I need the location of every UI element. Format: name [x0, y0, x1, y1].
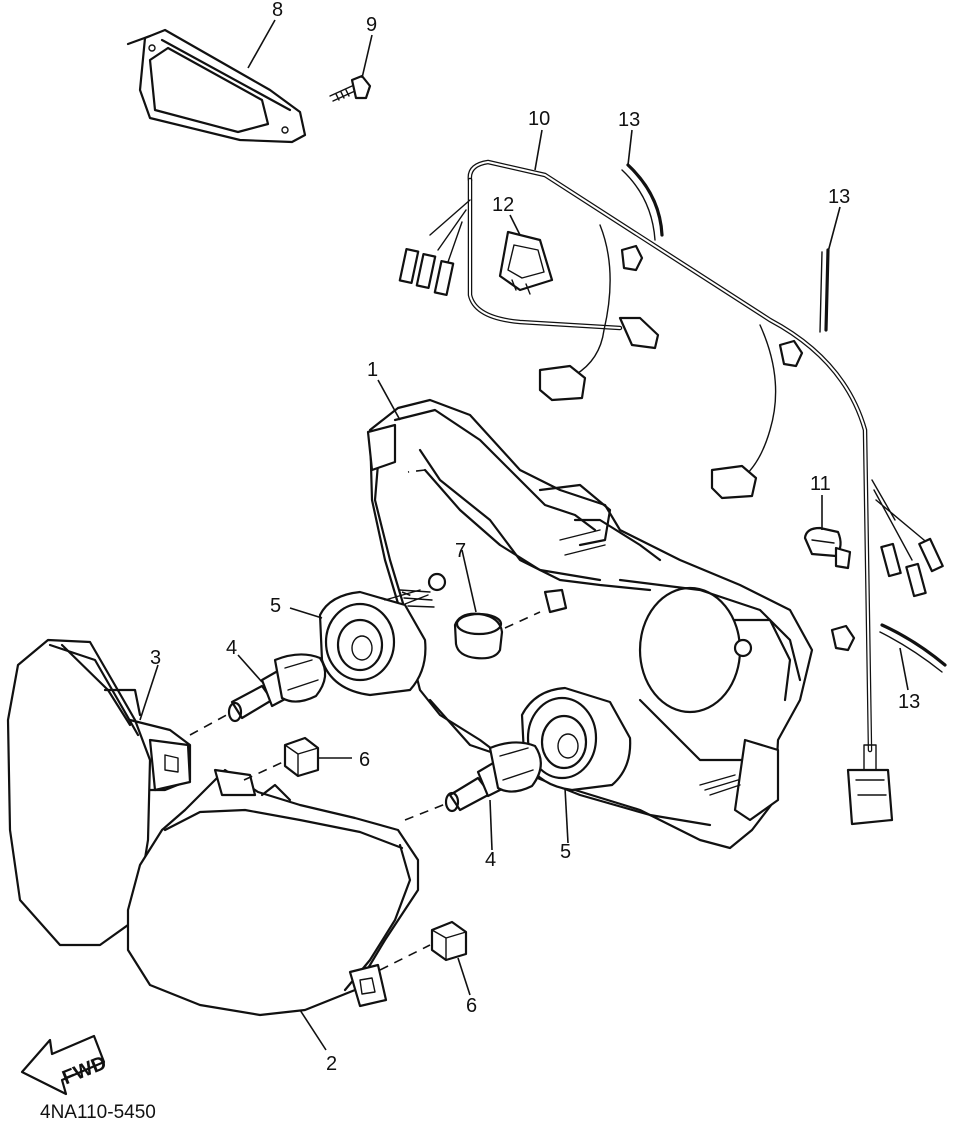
callout-13-right: 13 — [828, 186, 850, 208]
callout-labels: 8 9 10 13 13 12 1 11 7 5 4 3 6 4 5 6 2 1… — [150, 0, 920, 1075]
callout-4-upper: 4 — [226, 637, 237, 659]
part-3-lens-rear — [6, 638, 192, 947]
part-7-cap — [453, 612, 504, 660]
part-4-bulb-upper — [227, 653, 327, 723]
callout-9: 9 — [366, 14, 377, 36]
callout-13-lower: 13 — [898, 691, 920, 713]
callout-5-lower: 5 — [560, 841, 571, 863]
callout-6-upper: 6 — [359, 749, 370, 771]
part-8-cover — [126, 28, 307, 144]
callout-11: 11 — [810, 473, 831, 495]
callout-4-lower: 4 — [485, 849, 496, 871]
part-1-housing — [366, 398, 814, 850]
assembly-lines — [189, 469, 541, 971]
part-5-socket-upper — [318, 589, 429, 697]
callout-10: 10 — [528, 108, 550, 130]
drawing-code: 4NA110-5450 — [40, 1102, 156, 1122]
part-10-wire-harness — [398, 159, 944, 826]
part-9-screw — [329, 74, 372, 102]
part-2-lens-front — [126, 768, 420, 1017]
part-6-cap-upper — [283, 736, 320, 778]
callout-5-upper: 5 — [270, 595, 281, 617]
fwd-arrow-icon: FWD — [20, 1034, 110, 1096]
callout-2: 2 — [326, 1053, 337, 1075]
callout-6-lower: 6 — [466, 995, 477, 1017]
part-11-clamp — [803, 526, 852, 570]
callout-3: 3 — [150, 647, 161, 669]
callout-13-top: 13 — [618, 109, 640, 131]
part-4-bulb-lower — [444, 741, 542, 813]
part-13-cable-ties — [621, 163, 947, 673]
leader-lines — [139, 19, 909, 1051]
callout-1: 1 — [367, 359, 378, 381]
callout-7: 7 — [455, 540, 466, 562]
part-6-cap-lower — [430, 920, 468, 962]
callout-8: 8 — [272, 0, 283, 21]
part-12-holder — [498, 230, 554, 295]
callout-12: 12 — [492, 194, 514, 216]
part-5-socket-lower — [520, 686, 632, 792]
